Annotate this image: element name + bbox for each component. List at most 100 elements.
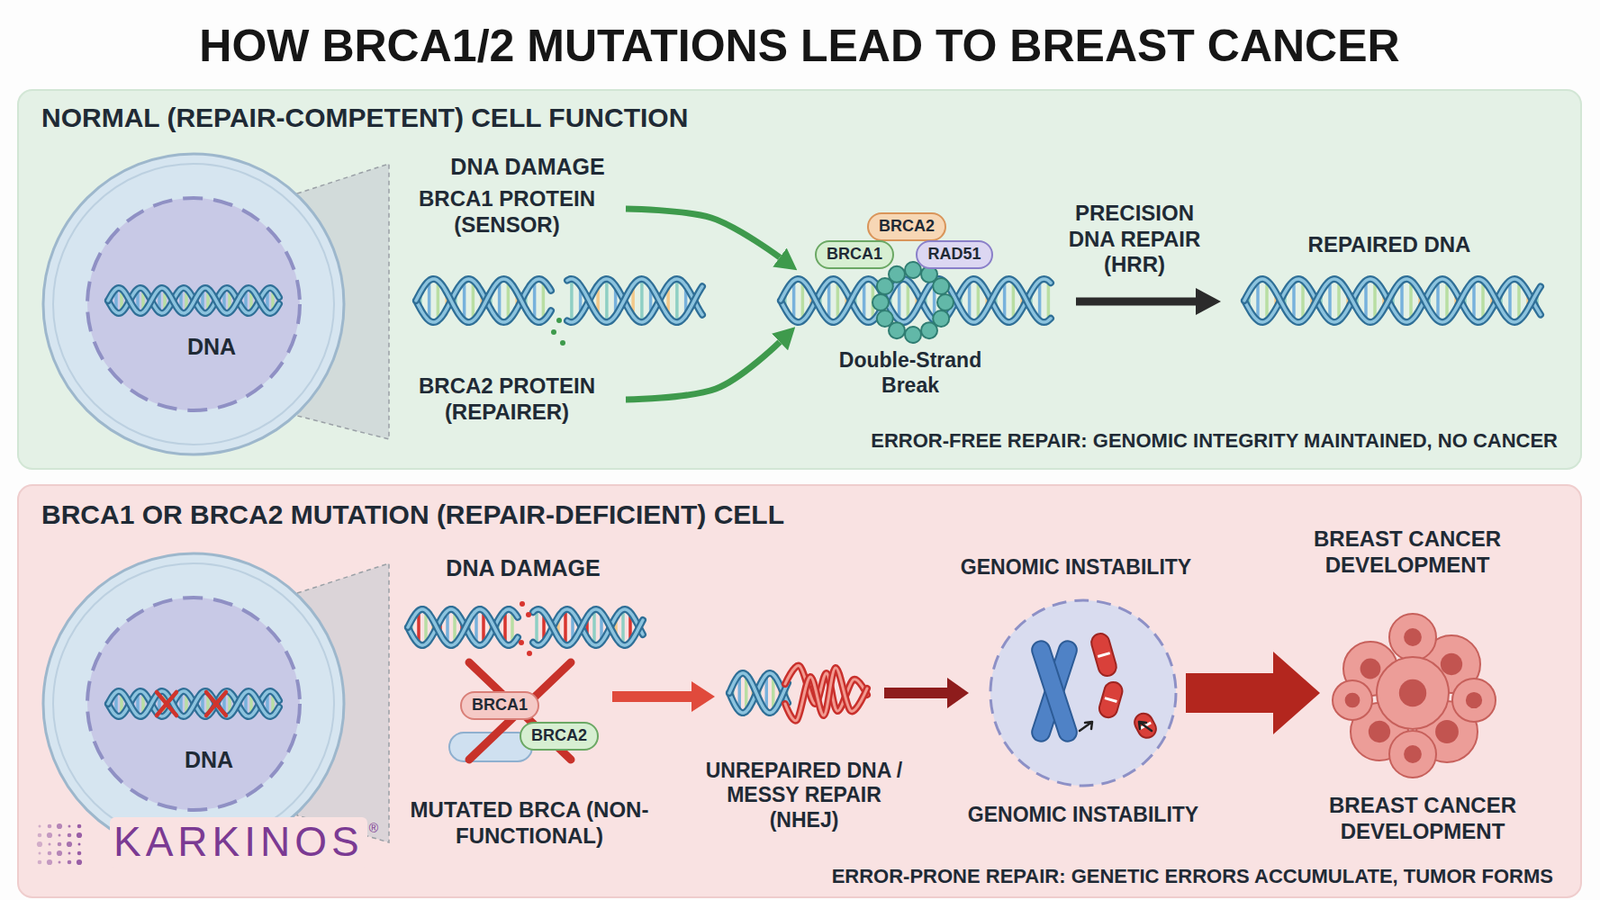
logo-icon xyxy=(36,823,82,866)
node-heading: NORMAL (REPAIR-COMPETENT) CELL FUNCTION xyxy=(41,101,688,135)
logo-dot xyxy=(68,852,72,856)
dna-strand-highlight xyxy=(108,691,280,717)
base-pair xyxy=(534,609,539,645)
dna-strand-highlight xyxy=(1244,279,1541,323)
flow-arrow xyxy=(1185,673,1274,714)
chromatid-piece xyxy=(1089,632,1119,679)
logo-dot xyxy=(38,852,42,856)
logo-dot xyxy=(58,861,62,865)
panel-band xyxy=(18,90,1582,470)
base-pair xyxy=(675,279,679,323)
dna-strand-highlight xyxy=(415,279,552,323)
base-pair xyxy=(605,279,609,323)
repair-bead xyxy=(921,322,938,339)
dna-strand-highlight xyxy=(407,609,518,646)
repair-bead xyxy=(932,278,950,295)
dna-strand-highlight xyxy=(780,279,1051,323)
dna-strand-highlight xyxy=(533,609,643,646)
break-arrow xyxy=(1079,722,1093,732)
mutation-mark xyxy=(156,692,177,716)
base-pair xyxy=(621,609,625,645)
annotation-label: ® xyxy=(369,821,379,837)
tumor-cell xyxy=(1452,678,1496,723)
repair-bead xyxy=(888,266,905,283)
base-pair xyxy=(592,609,597,645)
node-heading: DNA xyxy=(187,333,236,361)
annotation-label: Double-Strand Break xyxy=(824,348,996,398)
broken-strand-highlight xyxy=(785,668,868,722)
dna-strand-highlight xyxy=(533,609,643,646)
cell-shape xyxy=(40,151,347,458)
tumor-cluster: BREAST CANCER DEVELOPMENTBREAST CANCER D… xyxy=(1325,605,1501,781)
protein-label: BRCA2 xyxy=(878,216,935,237)
cell-circle: DNA xyxy=(40,151,347,458)
nucleus-circle: GENOMIC INSTABILITYGENOMIC INSTABILITY xyxy=(985,596,1181,791)
logo-dot xyxy=(47,851,53,857)
base-pair xyxy=(569,279,574,323)
tumor-nucleus xyxy=(1360,659,1382,680)
dna-strand-highlight xyxy=(780,279,1051,323)
dark-red-arrow xyxy=(884,687,948,699)
damage-dot xyxy=(518,640,525,646)
node-heading: BRCA1 OR BRCA2 MUTATION (REPAIR-DEFICIEN… xyxy=(41,498,785,532)
logo-dot xyxy=(47,824,53,830)
chromosome-band xyxy=(1097,653,1110,658)
dna-strand-highlight xyxy=(108,288,280,314)
logo-dot xyxy=(38,825,42,829)
dna-strand-highlight xyxy=(108,288,280,314)
logo-dot xyxy=(48,843,52,847)
logo-dot xyxy=(78,843,82,847)
dna-strand-highlight xyxy=(108,691,280,717)
panel-band xyxy=(18,485,1582,898)
red-arrow xyxy=(612,691,692,703)
protein-pill: BRCA2 xyxy=(867,212,947,242)
green-arrow xyxy=(625,208,780,258)
dna-strand xyxy=(729,673,788,714)
dna-strand xyxy=(108,691,280,717)
cell-inner-ring xyxy=(53,563,335,845)
panel-band: DNABRCA1BRCA2GENOMIC INSTABILITYGENOMIC … xyxy=(18,485,1582,898)
mutation-mark xyxy=(206,692,226,716)
panel-band: DNABRCA2BRCA1RAD51NORMAL (REPAIR-COMPETE… xyxy=(18,90,1582,470)
node-text: BREAST CANCER DEVELOPMENT xyxy=(1314,793,1531,846)
annotation-label: UNREPAIRED DNA / MESSY REPAIR (NHEJ) xyxy=(691,759,917,834)
dna-strand xyxy=(407,609,518,646)
protein-label: BRCA2 xyxy=(531,726,588,747)
normal-row-art xyxy=(415,208,1541,400)
annotation-label: DNA DAMAGE xyxy=(450,153,605,181)
tumor-cell xyxy=(1376,657,1449,730)
tumor-nucleus xyxy=(1399,679,1427,707)
dna-strand xyxy=(108,288,280,314)
dna-strand xyxy=(1244,279,1541,323)
break-arrow xyxy=(1138,722,1152,732)
protein-pill: BRCA1 xyxy=(460,691,540,721)
tumor-cell xyxy=(1389,614,1437,661)
logo-dot xyxy=(57,842,63,848)
dna-strand xyxy=(1244,279,1541,323)
cell-membrane xyxy=(43,153,344,455)
annotation-label: MUTATED BRCA (NON-FUNCTIONAL) xyxy=(394,797,665,850)
cell-inner-ring xyxy=(53,163,335,445)
dna-strand xyxy=(533,609,643,646)
logo-dot xyxy=(68,825,72,829)
repair-bead xyxy=(872,294,889,311)
mutant-row-art xyxy=(407,601,948,762)
annotation-label: REPAIRED DNA xyxy=(1308,232,1472,259)
logo-dot xyxy=(76,832,82,839)
mutation-mark xyxy=(206,692,226,716)
red-chromosome xyxy=(1089,632,1160,742)
tumor-nucleus xyxy=(1440,653,1463,676)
damage-dot xyxy=(560,340,566,346)
logo-dot xyxy=(36,841,43,848)
logo-dot xyxy=(66,841,73,848)
chromatid-piece xyxy=(1131,710,1160,742)
base-pair xyxy=(640,279,644,323)
node-heading: BREAST CANCER DEVELOPMENT xyxy=(1299,526,1516,579)
repair-bead xyxy=(876,310,894,327)
dna-strand-highlight xyxy=(729,673,788,714)
blue-chromosome xyxy=(1030,639,1080,745)
chromatid xyxy=(1030,639,1080,745)
dna-strand xyxy=(567,279,703,323)
dna-strand-highlight xyxy=(567,279,703,323)
node-text: GENOMIC INSTABILITY xyxy=(967,803,1199,829)
